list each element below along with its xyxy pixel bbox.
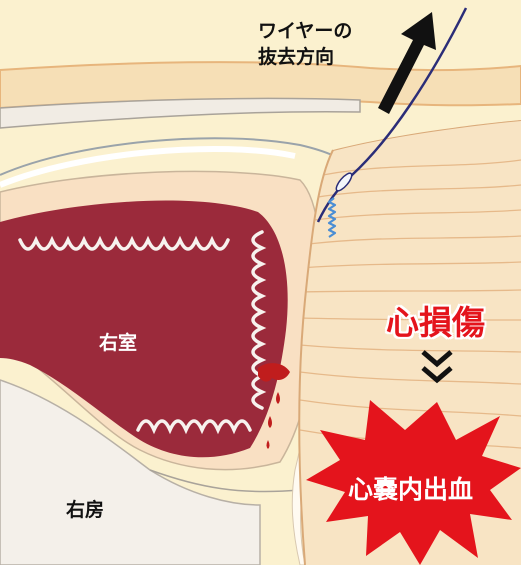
starburst-icon: [306, 400, 521, 565]
left-ventricle-border: [298, 149, 334, 565]
fat-layer: [0, 97, 361, 129]
wire-direction-line1: ワイヤーの: [258, 20, 353, 42]
wire-needle: [335, 172, 353, 192]
blood-drop: [266, 392, 280, 449]
right-ventricle-cavity: [0, 200, 288, 458]
bleeding-site: [258, 363, 290, 382]
right-atrium-label: 右房: [66, 499, 105, 521]
wire-coil: [327, 197, 337, 238]
right-ventricle-label: 右室: [99, 332, 138, 354]
cardiac-tamponade-label: 心嚢内出血: [348, 475, 474, 504]
cardiac-injury-label: 心損傷: [386, 303, 485, 342]
wire-direction-label: ワイヤーの 抜去方向: [258, 18, 352, 70]
wire-direction-line2: 抜去方向: [258, 46, 335, 68]
atrial-wall: [149, 469, 301, 493]
arrow-up-right-icon: [378, 12, 436, 114]
pericardium-inner: [0, 145, 296, 188]
double-chevron-down-icon: [421, 350, 453, 384]
